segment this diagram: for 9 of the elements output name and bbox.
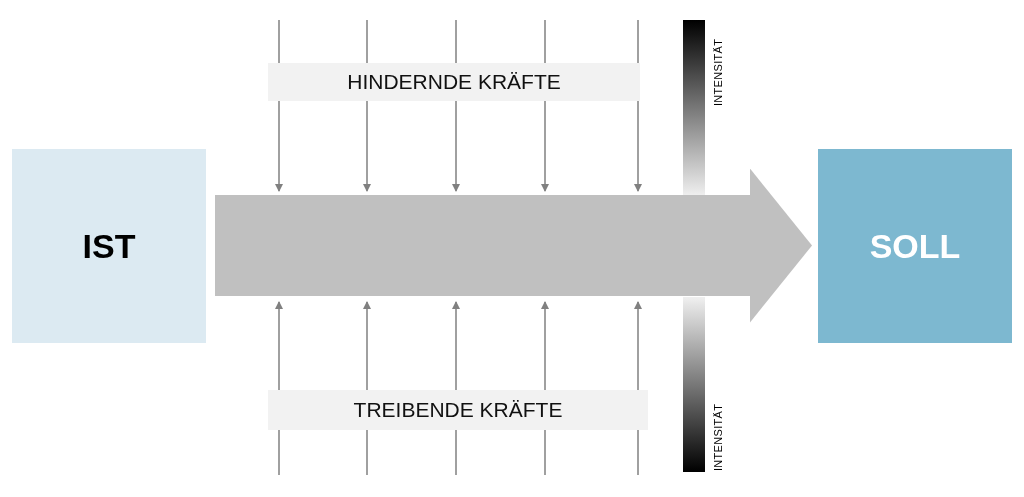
scale-label: INTENSITÄT [712, 403, 724, 471]
scale-label: INTENSITÄT [712, 38, 724, 106]
arrow [215, 168, 812, 323]
force-band: HINDERNDE KRÄFTE [268, 63, 640, 101]
state-box: IST [12, 149, 206, 343]
intensity-gradient-bar [683, 20, 705, 196]
intensity-gradient-bar [683, 297, 705, 472]
force-band: TREIBENDE KRÄFTE [268, 390, 648, 430]
state-box: SOLL [818, 149, 1012, 343]
